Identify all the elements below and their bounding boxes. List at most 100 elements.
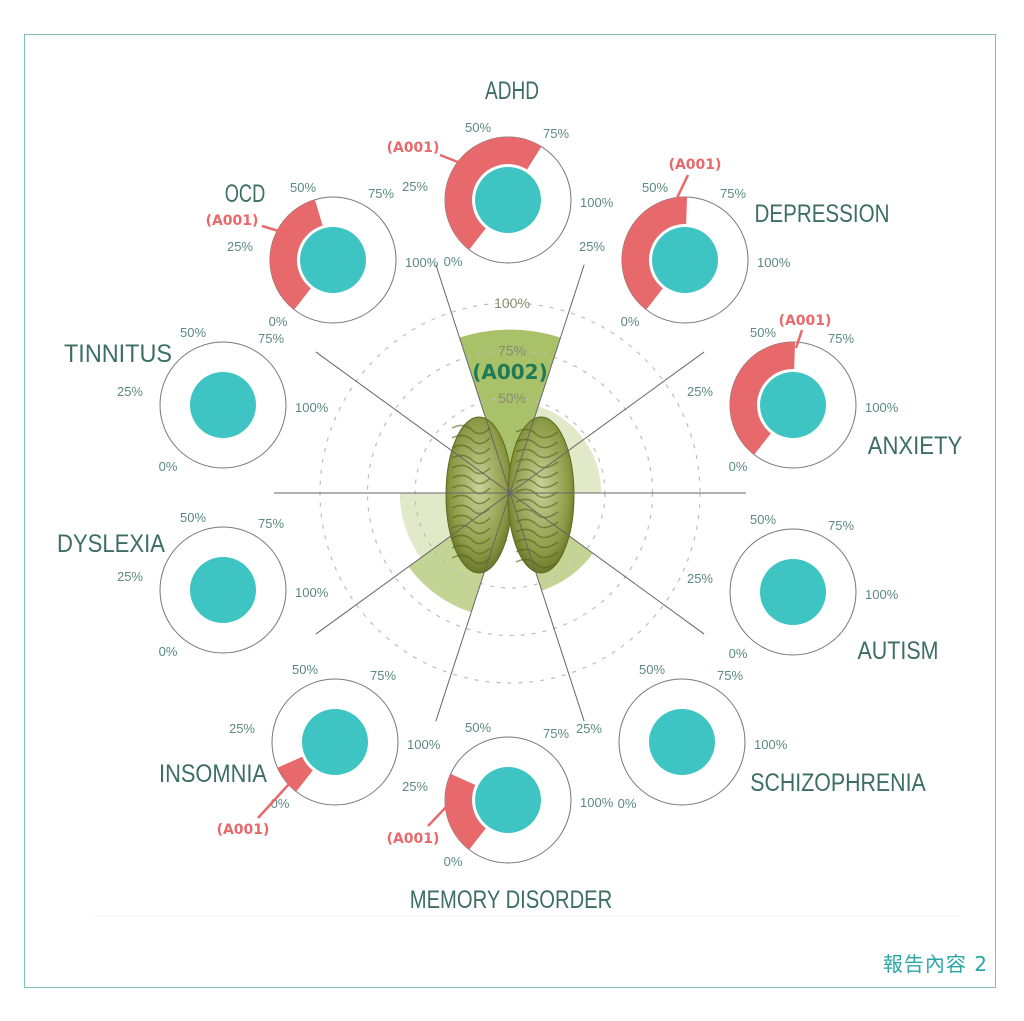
gauge-tick-label: 50% xyxy=(750,325,776,340)
gauge-tinnitus: 0%25%50%75%100%TINNITUS xyxy=(64,325,329,474)
gauge-tick-label: 100% xyxy=(295,400,329,415)
page-footer-label: 報告內容 2 xyxy=(882,952,988,976)
gauge-insomnia: 0%25%50%75%100%INSOMNIA(A001) xyxy=(159,662,441,838)
gauge-tick-label: 25% xyxy=(687,571,713,586)
gauge-a001-arc xyxy=(622,197,688,310)
gauge-tick-label: 25% xyxy=(576,721,602,736)
gauge-tick-label: 75% xyxy=(258,516,284,531)
gauge-tick-label: 100% xyxy=(757,255,791,270)
gauge-autism: 0%25%50%75%100%AUTISM xyxy=(687,512,939,665)
gauge-tick-label: 50% xyxy=(465,120,491,135)
a001-leader-line xyxy=(794,329,804,349)
gauge-tick-label: 50% xyxy=(292,662,318,677)
gauge-tick-label: 75% xyxy=(717,668,743,683)
a001-label: (A001) xyxy=(217,822,270,838)
a001-leader-line xyxy=(439,153,479,172)
radial-spoke xyxy=(435,492,511,722)
gauge-tick-label: 0% xyxy=(618,796,637,811)
gauge-tick-label: 50% xyxy=(750,512,776,527)
gauge-tick-label: 0% xyxy=(444,254,463,269)
radial-spoke xyxy=(509,264,585,494)
gauge-tick-label: 50% xyxy=(639,662,665,677)
radial-spoke xyxy=(509,351,705,494)
gauge-tick-label: 0% xyxy=(269,314,288,329)
gauge-tick-label: 0% xyxy=(271,796,290,811)
radial-spoke xyxy=(509,492,705,635)
gauge-core xyxy=(652,227,718,293)
gauge-tick-label: 75% xyxy=(370,668,396,683)
radial-ring-label: 75% xyxy=(498,343,526,359)
gauge-a001-arc xyxy=(277,756,313,792)
gauge-schizophrenia: 0% 25% 50% 75% 100% SCHIZOPHRENIA xyxy=(576,662,926,811)
category-label-memory-disorder: MEMORY DISORDER xyxy=(410,886,613,914)
gauge-tick-label: 25% xyxy=(229,721,255,736)
radial-spoke xyxy=(509,492,585,722)
gauge-tick-label: 75% xyxy=(368,186,394,201)
radial-wedge-adhd xyxy=(459,329,561,493)
gauge-core xyxy=(649,709,715,775)
radial-spoke xyxy=(315,492,511,635)
category-label-ocd: OCD xyxy=(225,180,266,208)
gauge-tick-label: 25% xyxy=(687,384,713,399)
gauge-tick-label: 100% xyxy=(754,737,788,752)
gauge-tick-label: 100% xyxy=(580,195,614,210)
a001-leader-line xyxy=(261,224,283,234)
a001-label: (A001) xyxy=(387,831,440,847)
radial-spoke xyxy=(435,264,511,494)
gauge-ocd: 0% 25% 50% 75% 100% OCD (A001) xyxy=(206,180,439,329)
radial-ring-label: 50% xyxy=(498,390,526,406)
gauge-tick-label: 0% xyxy=(444,854,463,869)
a001-label: (A001) xyxy=(779,313,832,329)
gauge-tick-label: 100% xyxy=(405,255,439,270)
gauge-tick-label: 75% xyxy=(543,726,569,741)
gauge-core xyxy=(475,767,541,833)
radial-ring-label: 100% xyxy=(494,295,530,311)
gauge-tick-label: 0% xyxy=(729,459,748,474)
gauge-core xyxy=(190,557,256,623)
gauge-a001-arc xyxy=(445,773,486,850)
gauge-tick-label: 50% xyxy=(180,510,206,525)
a001-label: (A001) xyxy=(206,213,259,229)
gauge-tick-label: 0% xyxy=(729,646,748,661)
gauge-core xyxy=(760,559,826,625)
category-label-dyslexia: DYSLEXIA xyxy=(57,530,165,558)
gauge-tick-label: 25% xyxy=(402,779,428,794)
category-label-anxiety: ANXIETY xyxy=(868,432,963,460)
a001-leader-line xyxy=(257,771,301,819)
a002-label: (A002) xyxy=(472,360,548,384)
a001-leader-line xyxy=(674,174,690,201)
a001-leader-line xyxy=(427,804,449,827)
brain-image xyxy=(445,416,575,574)
gauge-tick-label: 0% xyxy=(159,459,178,474)
gauge-depression: 0%25%50%75%100%DEPRESSION(A001) xyxy=(579,157,890,329)
gauge-tick-label: 75% xyxy=(258,331,284,346)
report-frame xyxy=(24,34,996,988)
gauge-a001-arc xyxy=(730,341,796,455)
gauge-core xyxy=(190,372,256,438)
category-label-schizophrenia: SCHIZOPHRENIA xyxy=(750,769,926,797)
gauge-anxiety: 0%25%50%75%100%ANXIETY(A001) xyxy=(687,313,963,474)
gauge-tick-label: 100% xyxy=(407,737,441,752)
gauge-tick-label: 100% xyxy=(295,585,329,600)
gauge-tick-label: 50% xyxy=(180,325,206,340)
gauge-adhd: 0%25%50%75%100%ADHD(A001) xyxy=(387,77,614,269)
gauge-tick-label: 100% xyxy=(865,587,899,602)
gauge-tick-label: 75% xyxy=(828,331,854,346)
a001-label: (A001) xyxy=(669,157,722,173)
radial-spoke xyxy=(315,351,511,494)
gauge-tick-label: 25% xyxy=(579,239,605,254)
gauge-tick-label: 50% xyxy=(465,720,491,735)
gauge-tick-label: 25% xyxy=(227,239,253,254)
gauge-tick-label: 50% xyxy=(290,180,316,195)
gauge-memory-disorder: 0% 25% 50% 75% 100% MEMORY DISORDER (A001) xyxy=(387,720,614,914)
category-label-adhd: ADHD xyxy=(485,77,539,105)
gauge-core xyxy=(302,709,368,775)
gauge-dyslexia: 0%25%50%75%100%DYSLEXIA xyxy=(57,510,329,659)
a001-label: (A001) xyxy=(387,140,440,156)
gauge-tick-label: 25% xyxy=(402,179,428,194)
gauge-tick-label: 75% xyxy=(720,186,746,201)
gauge-tick-label: 0% xyxy=(159,644,178,659)
gauge-tick-label: 75% xyxy=(828,518,854,533)
gauge-tick-label: 100% xyxy=(580,795,614,810)
